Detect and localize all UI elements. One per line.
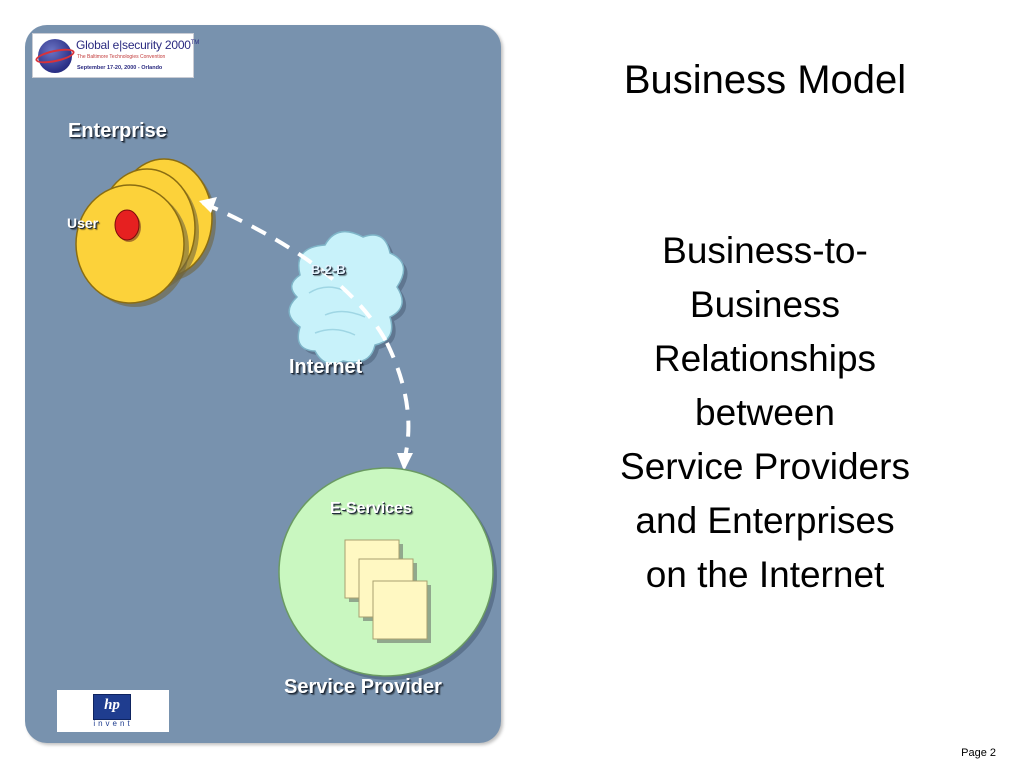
diagram-panel	[25, 25, 501, 743]
body-line: Service Providers	[620, 446, 910, 487]
dashed-connection	[199, 197, 413, 471]
body-line: and Enterprises	[635, 500, 895, 541]
eservices-label: E-Services	[330, 500, 412, 517]
user-dot	[114, 209, 141, 242]
enterprise-discs	[75, 158, 216, 307]
service-provider-label: Service Provider	[284, 676, 442, 698]
hp-mark-icon: hp	[93, 694, 131, 720]
globe-icon	[38, 39, 72, 73]
page-number: Page 2	[961, 747, 996, 759]
body-line: Business-to-	[662, 230, 868, 271]
internet-label: Internet	[289, 356, 363, 378]
internet-cloud	[288, 230, 408, 368]
body-line: Business	[689, 284, 841, 325]
user-label: User	[67, 215, 99, 231]
conference-dates: September 17-20, 2000 - Orlando	[77, 65, 163, 71]
diagram-graphics	[75, 158, 497, 680]
conference-logo: Global e|security 2000TM The Baltimore T…	[32, 33, 199, 78]
body-line: between	[695, 392, 835, 433]
b2b-label: B-2-B	[311, 262, 346, 277]
conference-title: Global e|security 2000TM	[76, 38, 200, 52]
body-line: on the Internet	[645, 554, 885, 595]
enterprise-label: Enterprise	[68, 120, 167, 142]
hp-logo: hp invent	[57, 690, 169, 732]
slide-title: Business Model	[623, 58, 907, 102]
body-line: Relationships	[653, 338, 877, 379]
conference-subtitle: The Baltimore Technologies Convention	[77, 54, 166, 60]
hp-tagline: invent	[93, 719, 133, 728]
slide-body: Business-to- Business Relationships betw…	[540, 224, 990, 602]
document-stack	[344, 539, 431, 643]
